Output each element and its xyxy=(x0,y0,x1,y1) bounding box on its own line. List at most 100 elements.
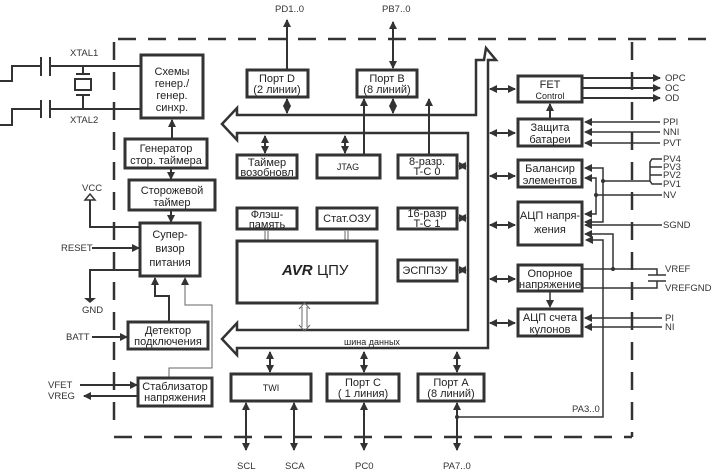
block-battery-protection: Защита батареи xyxy=(516,117,584,148)
pin-ni: NI xyxy=(665,322,675,333)
svg-text:АЦП счета: АЦП счета xyxy=(523,312,578,324)
svg-text:Защита: Защита xyxy=(531,122,571,134)
block-sram: Стат.ОЗУ xyxy=(315,206,379,231)
block-flash-memory: Флэш- память xyxy=(235,206,299,231)
block-port-a: Порт A (8 линий) xyxy=(416,372,486,403)
block-cell-balancer: Балансир элементов xyxy=(516,158,584,189)
svg-text:Схемы: Схемы xyxy=(155,66,190,78)
pin-od: OD xyxy=(665,93,679,104)
block-power-supervisor: Супер- визор питания xyxy=(138,221,202,278)
block-connection-detector: Детектор подключения xyxy=(126,320,210,351)
block-twi: TWI xyxy=(229,372,313,403)
pin-pvt: PVT xyxy=(663,138,682,149)
svg-text:стор. таймера: стор. таймера xyxy=(130,155,203,167)
svg-text:напряжение: напряжение xyxy=(519,279,581,291)
pin-xtal2: XTAL2 xyxy=(70,115,98,126)
svg-text:жения: жения xyxy=(534,224,566,236)
pin-vref: VREF xyxy=(665,264,691,275)
svg-text:(8 линий): (8 линий) xyxy=(427,388,474,400)
block-timer-counter-1: 16-разр T-C 1 xyxy=(396,206,459,231)
block-wake-up-timer: Таймер возобновл xyxy=(235,153,299,180)
pin-pd: PD1..0 xyxy=(275,4,304,15)
svg-text:Сторожевой: Сторожевой xyxy=(141,185,204,197)
svg-text:элементов: элементов xyxy=(523,175,578,187)
block-fet-control: FET Control xyxy=(516,74,584,104)
svg-text:батареи: батареи xyxy=(529,134,570,146)
block-port-b: Порт B (8 линий) xyxy=(355,68,419,99)
svg-text:T-C 0: T-C 0 xyxy=(414,166,441,178)
pin-pb: PB7..0 xyxy=(382,4,411,15)
block-voltage-regulator: Стаблизатор напряжения xyxy=(136,376,214,408)
pin-batt: BATT xyxy=(66,332,90,343)
pin-reset: RESET xyxy=(61,243,93,254)
svg-text:визор: визор xyxy=(155,243,184,255)
pin-scl: SCL xyxy=(237,461,255,472)
svg-text:напряжения: напряжения xyxy=(144,392,206,404)
svg-text:(2 линии): (2 линии) xyxy=(253,84,300,96)
avr-logo: AVR xyxy=(281,262,313,279)
svg-text:возобновл: возобновл xyxy=(240,167,293,179)
svg-text:Порт A: Порт A xyxy=(433,377,469,389)
svg-text:Стаблизатор: Стаблизатор xyxy=(142,381,207,393)
pin-opc: OPC xyxy=(665,73,686,84)
pin-sca: SCA xyxy=(285,461,305,472)
pin-gnd: GND xyxy=(82,305,103,316)
svg-text:ЭСППЗУ: ЭСППЗУ xyxy=(402,265,448,277)
pin-pv3: PV3 xyxy=(663,162,681,173)
block-eeprom: ЭСППЗУ xyxy=(396,258,459,283)
vref-capacitor xyxy=(582,268,666,289)
svg-text:генер./: генер./ xyxy=(155,78,190,90)
svg-text:TWI: TWI xyxy=(263,383,280,393)
chip-boundary xyxy=(112,37,712,439)
svg-text:(8 линий): (8 линий) xyxy=(363,84,410,96)
svg-text:( 1 линия): ( 1 линия) xyxy=(338,388,388,400)
cpu-bus-link xyxy=(298,302,311,332)
pin-ppi: PPI xyxy=(663,117,678,128)
block-port-d: Порт D (2 линии) xyxy=(245,68,310,99)
right-bus-links xyxy=(489,85,516,327)
pin-vreg: VREG xyxy=(48,391,75,402)
pin-vrefgnd: VREFGND xyxy=(665,283,712,294)
pin-oc: OC xyxy=(665,83,679,94)
svg-text:Опорное: Опорное xyxy=(527,268,572,280)
svg-text:память: память xyxy=(249,219,286,231)
block-jtag: JTAG xyxy=(315,153,382,180)
svg-text:16-разр: 16-разр xyxy=(407,208,446,220)
pin-pa30: PA3..0 xyxy=(572,404,600,415)
svg-text:питания: питания xyxy=(149,257,190,269)
bus-label: шина данных xyxy=(344,337,400,347)
svg-text:Детектор: Детектор xyxy=(145,325,191,337)
svg-text:Балансир: Балансир xyxy=(525,163,575,175)
pin-xtal1: XTAL1 xyxy=(70,48,98,59)
svg-text:FET: FET xyxy=(540,79,561,91)
svg-text:синхр.: синхр. xyxy=(156,102,188,114)
block-voltage-reference: Опорное напряжение xyxy=(516,263,584,293)
svg-text:Control: Control xyxy=(535,91,564,101)
svg-text:Порт D: Порт D xyxy=(259,73,295,85)
svg-text:Супер-: Супер- xyxy=(152,229,188,241)
svg-text:таймер: таймер xyxy=(154,197,191,209)
pin-pa: PA7..0 xyxy=(443,461,471,472)
block-oscillator: Схемы генер./ генер. синхр. xyxy=(139,53,205,120)
pin-vfet: VFET xyxy=(48,380,72,391)
block-voltage-adc: АЦП напря- жения xyxy=(516,200,584,247)
pin-pi: PI xyxy=(665,313,674,324)
pv-wiring xyxy=(584,158,662,226)
pin-vcc: VCC xyxy=(82,183,102,194)
pin-nni: NNI xyxy=(663,127,679,138)
pin-pv2: PV2 xyxy=(663,170,681,181)
memory-links xyxy=(264,231,349,240)
block-timer-counter-0: 8-разр. T-C 0 xyxy=(396,153,459,180)
svg-text:JTAG: JTAG xyxy=(337,162,359,172)
svg-text:Флэш-: Флэш- xyxy=(251,209,284,221)
pin-nv: NV xyxy=(663,190,677,201)
svg-text:8-разр.: 8-разр. xyxy=(409,156,445,168)
crystal-circuit: XTAL1 XTAL2 xyxy=(0,48,141,126)
pin-sgnd: SGND xyxy=(663,220,691,231)
svg-text:Порт B: Порт B xyxy=(369,73,404,85)
block-coulomb-counter-adc: АЦП счета кулонов xyxy=(516,307,584,338)
svg-text:Порт C: Порт C xyxy=(345,377,381,389)
svg-text:Стат.ОЗУ: Стат.ОЗУ xyxy=(323,213,372,225)
data-bus: шина данных xyxy=(220,45,499,359)
